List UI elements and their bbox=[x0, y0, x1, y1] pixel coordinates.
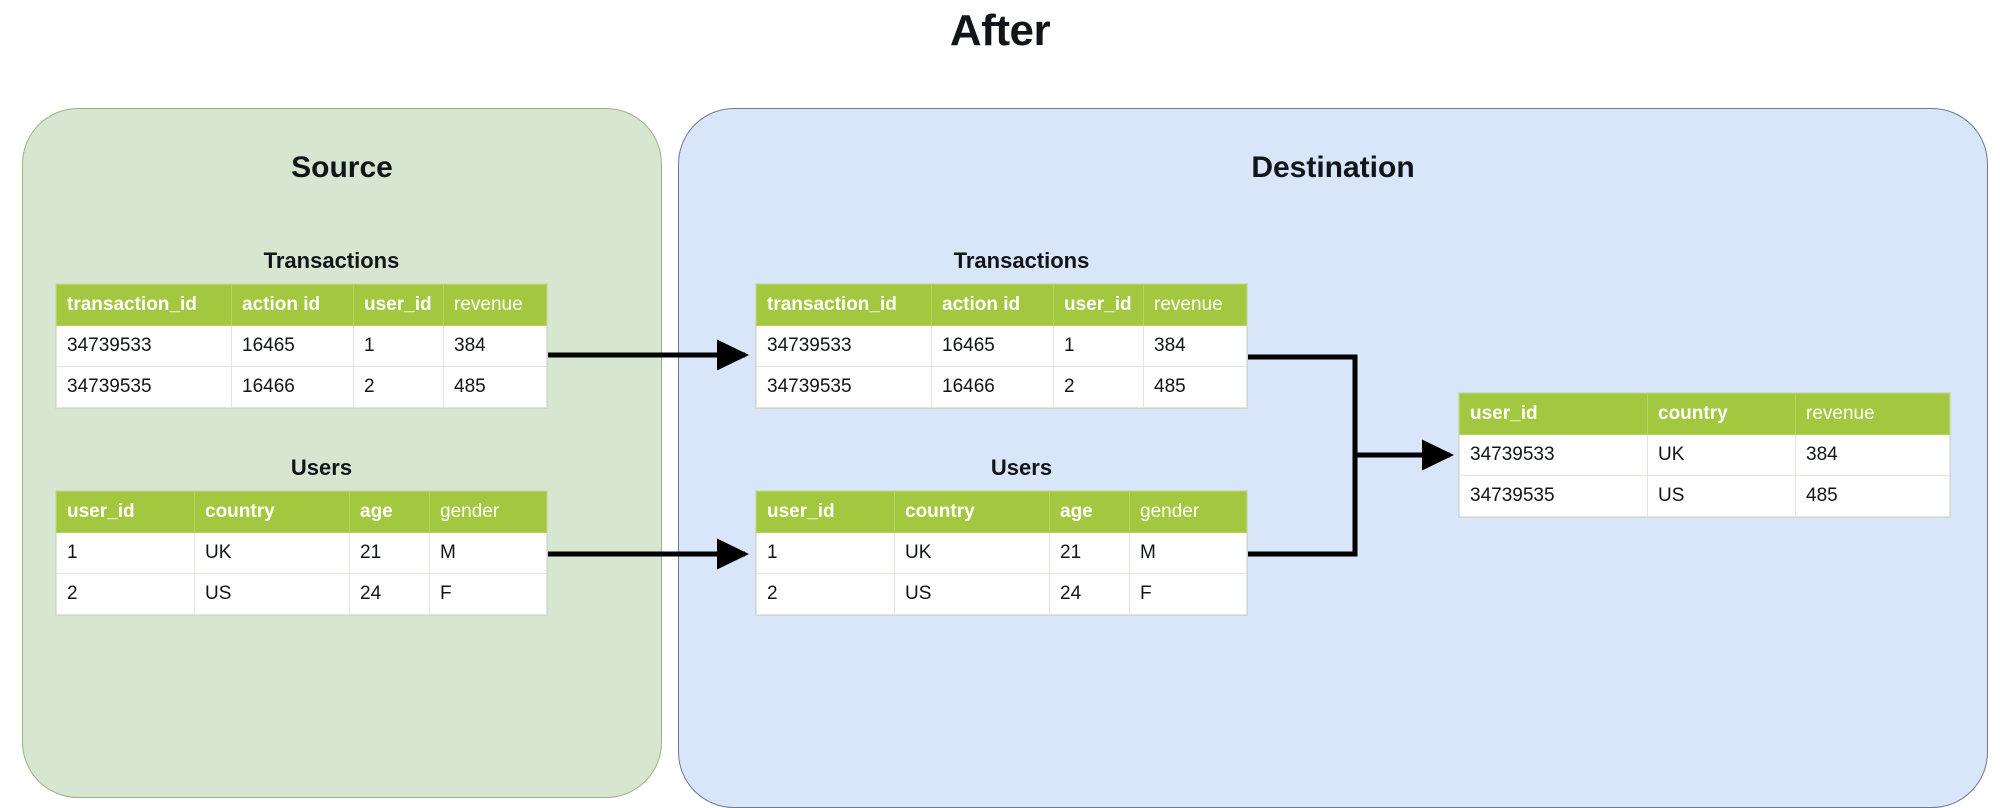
table-row: 1 UK 21 M bbox=[56, 532, 547, 574]
source-users-table: user_id country age gender 1 UK 21 M 2 U… bbox=[56, 491, 547, 615]
table-header-row: transaction_id action id user_id revenue bbox=[56, 284, 547, 326]
destination-transactions-caption: Transactions bbox=[953, 248, 1090, 273]
cell-revenue: 485 bbox=[443, 366, 547, 408]
col-header-gender: gender bbox=[1129, 491, 1247, 533]
source-transactions-caption: Transactions bbox=[263, 248, 400, 273]
table-row: 34739535 16466 2 485 bbox=[56, 366, 547, 408]
col-header-transaction-id: transaction_id bbox=[56, 284, 232, 326]
col-header-revenue: revenue bbox=[443, 284, 547, 326]
col-header-transaction-id: transaction_id bbox=[756, 284, 932, 326]
col-header-revenue: revenue bbox=[1143, 284, 1247, 326]
cell-user-id: 2 bbox=[353, 366, 444, 408]
col-header-user-id: user_id bbox=[353, 284, 444, 326]
cell-gender: M bbox=[429, 532, 547, 574]
cell-user-id: 1 bbox=[1053, 325, 1144, 367]
table-row: 34739535 US 485 bbox=[1459, 475, 1950, 517]
cell-transaction-id: 34739535 bbox=[56, 366, 232, 408]
source-panel-title: Source bbox=[291, 151, 393, 184]
cell-user-id: 2 bbox=[756, 573, 895, 615]
source-transactions-block: Transactions transaction_id action id us… bbox=[56, 248, 547, 408]
col-header-action-id: action id bbox=[231, 284, 354, 326]
table-header-row: user_id country age gender bbox=[756, 491, 1247, 533]
cell-action-id: 16466 bbox=[931, 366, 1054, 408]
table-header-row: user_id country age gender bbox=[56, 491, 547, 533]
cell-action-id: 16466 bbox=[231, 366, 354, 408]
col-header-action-id: action id bbox=[931, 284, 1054, 326]
cell-revenue: 384 bbox=[1143, 325, 1247, 367]
cell-action-id: 16465 bbox=[931, 325, 1054, 367]
cell-revenue: 485 bbox=[1143, 366, 1247, 408]
col-header-country: country bbox=[1647, 393, 1796, 435]
cell-revenue: 384 bbox=[1795, 434, 1950, 476]
table-row: 2 US 24 F bbox=[756, 573, 1247, 615]
page-title: After bbox=[949, 6, 1051, 55]
table-header-row: user_id country revenue bbox=[1459, 393, 1950, 435]
table-row: 34739533 16465 1 384 bbox=[756, 325, 1247, 367]
destination-transactions-table: transaction_id action id user_id revenue… bbox=[756, 284, 1247, 408]
cell-action-id: 16465 bbox=[231, 325, 354, 367]
table-row: 1 UK 21 M bbox=[756, 532, 1247, 574]
col-header-user-id: user_id bbox=[1053, 284, 1144, 326]
destination-output-block: user_id country revenue 34739533 UK 384 … bbox=[1459, 393, 1950, 517]
destination-output-table: user_id country revenue 34739533 UK 384 … bbox=[1459, 393, 1950, 517]
cell-country: UK bbox=[1647, 434, 1796, 476]
cell-age: 21 bbox=[1049, 532, 1130, 574]
table-header-row: transaction_id action id user_id revenue bbox=[756, 284, 1247, 326]
cell-user-id: 34739535 bbox=[1459, 475, 1648, 517]
cell-user-id: 1 bbox=[56, 532, 195, 574]
destination-transactions-block: Transactions transaction_id action id us… bbox=[756, 248, 1247, 408]
cell-user-id: 1 bbox=[756, 532, 895, 574]
col-header-revenue: revenue bbox=[1795, 393, 1950, 435]
col-header-country: country bbox=[194, 491, 350, 533]
cell-gender: M bbox=[1129, 532, 1247, 574]
cell-country: UK bbox=[194, 532, 350, 574]
cell-user-id: 2 bbox=[56, 573, 195, 615]
cell-country: US bbox=[894, 573, 1050, 615]
col-header-country: country bbox=[894, 491, 1050, 533]
table-row: 2 US 24 F bbox=[56, 573, 547, 615]
col-header-user-id: user_id bbox=[1459, 393, 1648, 435]
col-header-age: age bbox=[1049, 491, 1130, 533]
cell-user-id: 2 bbox=[1053, 366, 1144, 408]
col-header-age: age bbox=[349, 491, 430, 533]
cell-gender: F bbox=[429, 573, 547, 615]
cell-age: 24 bbox=[349, 573, 430, 615]
source-users-block: Users user_id country age gender 1 UK 21… bbox=[56, 455, 547, 615]
cell-gender: F bbox=[1129, 573, 1247, 615]
destination-users-block: Users user_id country age gender 1 UK 21… bbox=[756, 455, 1247, 615]
source-users-caption: Users bbox=[290, 455, 353, 480]
col-header-user-id: user_id bbox=[756, 491, 895, 533]
table-row: 34739533 16465 1 384 bbox=[56, 325, 547, 367]
cell-revenue: 384 bbox=[443, 325, 547, 367]
destination-panel-title: Destination bbox=[1251, 151, 1415, 184]
cell-country: US bbox=[1647, 475, 1796, 517]
cell-user-id: 1 bbox=[353, 325, 444, 367]
cell-transaction-id: 34739533 bbox=[56, 325, 232, 367]
cell-transaction-id: 34739533 bbox=[756, 325, 932, 367]
cell-transaction-id: 34739535 bbox=[756, 366, 932, 408]
cell-age: 24 bbox=[1049, 573, 1130, 615]
cell-revenue: 485 bbox=[1795, 475, 1950, 517]
cell-country: US bbox=[194, 573, 350, 615]
destination-users-table: user_id country age gender 1 UK 21 M 2 U… bbox=[756, 491, 1247, 615]
cell-age: 21 bbox=[349, 532, 430, 574]
col-header-user-id: user_id bbox=[56, 491, 195, 533]
cell-country: UK bbox=[894, 532, 1050, 574]
source-panel: Source bbox=[22, 108, 662, 798]
destination-users-caption: Users bbox=[990, 455, 1053, 480]
source-transactions-table: transaction_id action id user_id revenue… bbox=[56, 284, 547, 408]
col-header-gender: gender bbox=[429, 491, 547, 533]
cell-user-id: 34739533 bbox=[1459, 434, 1648, 476]
table-row: 34739535 16466 2 485 bbox=[756, 366, 1247, 408]
table-row: 34739533 UK 384 bbox=[1459, 434, 1950, 476]
